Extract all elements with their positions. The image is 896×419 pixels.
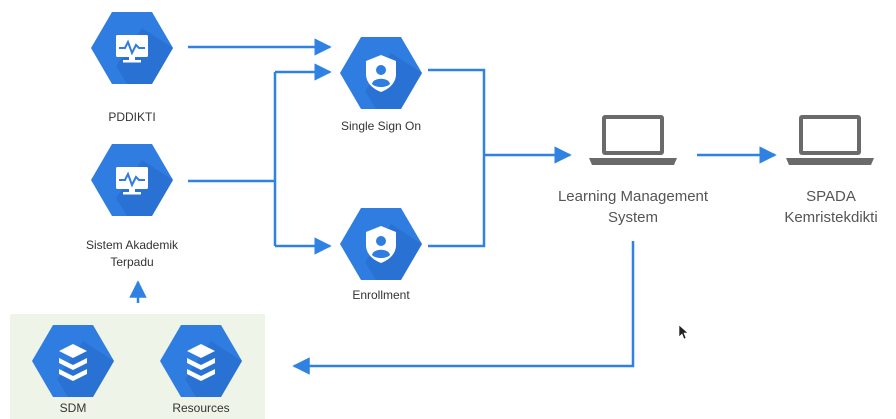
label-sistem-akademik-line1: Sistem Akademik	[85, 238, 179, 252]
node-single-sign-on	[340, 37, 422, 109]
connectors	[129, 38, 777, 375]
laptop-icon	[786, 115, 874, 165]
line-sso-to-merge	[428, 68, 486, 155]
arrow-lms-to-resources	[292, 241, 635, 375]
line-enrollment-to-merge	[428, 155, 486, 248]
node-spada	[786, 115, 874, 165]
node-sdm	[32, 325, 114, 397]
label-single-sign-on: Single Sign On	[340, 119, 422, 133]
label-spada-line1: SPADA	[806, 188, 856, 205]
label-spada: SPADA Kemristekdikti	[770, 186, 892, 228]
label-lms: Learning Management System	[528, 186, 738, 228]
label-lms-line1: Learning Management	[557, 188, 709, 205]
label-sistem-akademik-line2: Terpadu	[110, 255, 154, 269]
label-lms-line2: System	[607, 209, 658, 226]
label-resources: Resources	[172, 401, 230, 415]
label-pddikti: PDDIKTI	[108, 110, 156, 124]
cursor-icon	[678, 324, 689, 340]
label-spada-line2: Kemristekdikti	[784, 209, 878, 226]
node-enrollment	[340, 208, 422, 280]
laptop-icon	[589, 115, 677, 165]
label-sdm: SDM	[59, 401, 87, 415]
node-sistem-akademik	[91, 144, 173, 216]
node-pddikti	[91, 12, 173, 84]
label-enrollment: Enrollment	[352, 288, 410, 302]
node-lms	[589, 115, 677, 165]
node-resources	[160, 325, 242, 397]
label-sistem-akademik: Sistem Akademik Terpadu	[62, 237, 202, 271]
